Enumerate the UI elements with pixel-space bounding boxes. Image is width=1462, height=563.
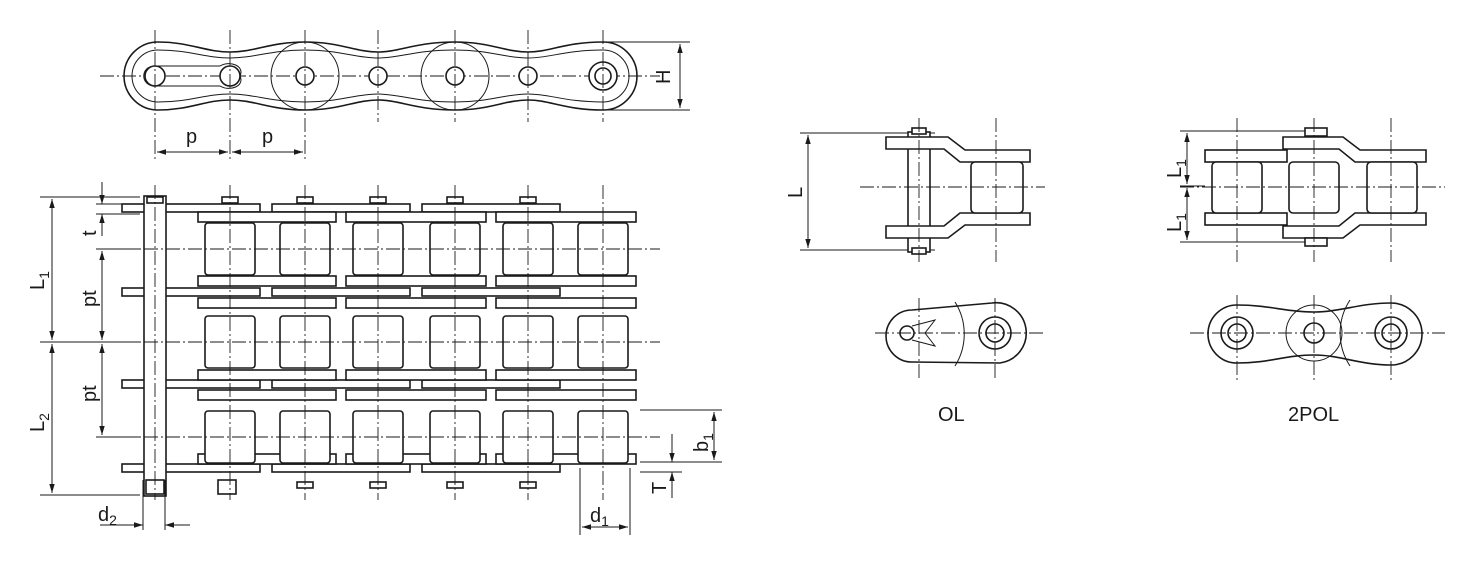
pol-caption: 2POL — [1288, 404, 1339, 426]
height-label: H — [653, 70, 675, 84]
ol-caption: OL — [938, 404, 965, 426]
pin-diameter-label: d2 — [98, 504, 117, 528]
pitch-label-right: p — [262, 126, 273, 148]
inner-width-label: b1 — [691, 433, 716, 452]
strand-pitch-lower-label: pt — [79, 385, 101, 402]
length-l1-label: L1 — [27, 271, 52, 290]
ol-length-label: L — [785, 187, 807, 198]
offset-link-ol-view — [800, 118, 1045, 380]
roller-diameter-label: d1 — [590, 505, 609, 529]
pol-length-lower-label: L1 — [1164, 213, 1189, 232]
strand-pitch-upper-label: pt — [79, 290, 101, 307]
pitch-label-left: p — [186, 126, 197, 148]
chain-side-view — [100, 30, 690, 160]
length-l2-label: L2 — [27, 413, 52, 432]
two-pitch-offset-link-view — [1180, 118, 1445, 380]
triplex-dimensions — [40, 182, 722, 535]
thickness-t-label: t — [79, 230, 101, 236]
plate-thickness-label: T — [649, 482, 671, 494]
triplex-chain-top-view — [100, 185, 660, 500]
pol-length-upper-label: L1 — [1164, 159, 1189, 178]
